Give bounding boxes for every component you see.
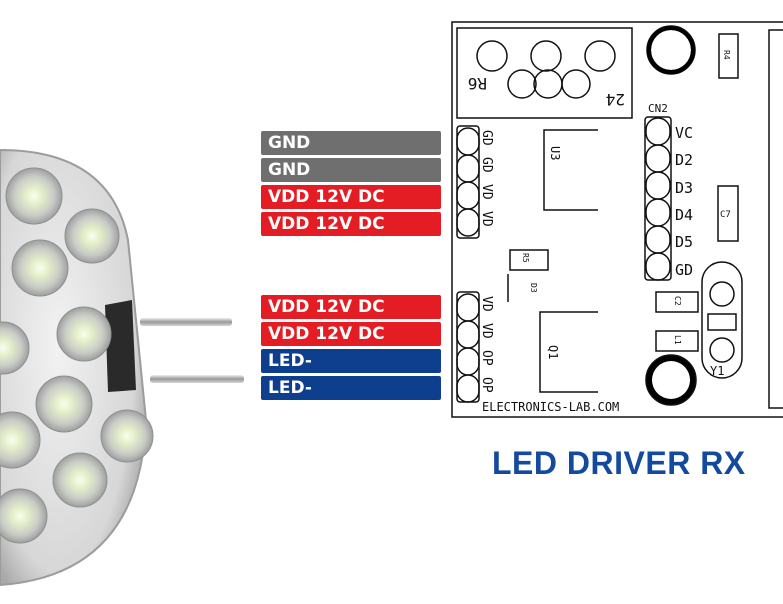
j24-label: 24 bbox=[606, 90, 625, 109]
conn-bottom-pin-label: OP bbox=[479, 377, 494, 393]
r5-label: R5 bbox=[521, 253, 530, 263]
cn2-pin-label: GD bbox=[675, 261, 693, 279]
conn-top bbox=[456, 125, 480, 239]
conn-bottom bbox=[456, 291, 480, 403]
cn2-pin-label: D4 bbox=[675, 206, 693, 224]
u3-footprint bbox=[543, 129, 598, 211]
c2-label: C2 bbox=[673, 296, 682, 306]
l1-label: L1 bbox=[673, 335, 682, 345]
cn2-pin-label: D2 bbox=[675, 151, 693, 169]
conn-top-pin-label: GD bbox=[479, 130, 494, 146]
r6-block bbox=[456, 27, 633, 119]
pcb-outline bbox=[451, 21, 783, 418]
bulb-base-insulator bbox=[105, 300, 136, 392]
pin-label-vdd: VDD 12V DC bbox=[261, 295, 441, 319]
q1-label: Q1 bbox=[546, 345, 560, 359]
u3-label: U3 bbox=[548, 146, 562, 160]
conn-bottom-pin-label: VD bbox=[479, 296, 494, 312]
board-credit: ELECTRONICS-LAB.COM bbox=[482, 400, 619, 414]
pcb-labels: R6 24 R4 CN2 U3 R5 D3 Q1 C7 C2 L1 Y1 ELE… bbox=[468, 50, 731, 414]
cn2-label: CN2 bbox=[648, 102, 668, 115]
pin-label-gnd: GND bbox=[261, 158, 441, 182]
c7-footprint bbox=[717, 185, 739, 242]
bulb-pin-bottom bbox=[150, 375, 244, 383]
pin-label-vdd: VDD 12V DC bbox=[261, 322, 441, 346]
y1-footprint bbox=[701, 261, 743, 379]
conn-bottom-pin-label: OP bbox=[479, 350, 494, 366]
c2-footprint bbox=[655, 291, 699, 313]
cn2-pin-label: D5 bbox=[675, 233, 693, 251]
pcb-board bbox=[451, 21, 783, 418]
y1-label: Y1 bbox=[710, 364, 724, 378]
bulb-pin-top bbox=[140, 318, 232, 326]
pcb-right-connector bbox=[768, 29, 783, 409]
led-chips bbox=[0, 167, 154, 544]
conn-top-pin-label: GD bbox=[479, 157, 494, 173]
r4-label: R4 bbox=[722, 50, 731, 60]
r4-footprint bbox=[718, 33, 739, 79]
d3-label: D3 bbox=[529, 283, 538, 293]
r5-footprint bbox=[509, 249, 549, 271]
pin-label-vdd: VDD 12V DC bbox=[261, 185, 441, 209]
conn-top-pin-label: VD bbox=[479, 211, 494, 227]
conn-bottom-pin-label: VD bbox=[479, 323, 494, 339]
c7-label: C7 bbox=[720, 210, 731, 220]
pin-label-vdd: VDD 12V DC bbox=[261, 212, 441, 236]
led-bulb-image bbox=[0, 148, 244, 587]
cn2-pin-label: VC bbox=[675, 124, 693, 142]
r6-label: R6 bbox=[468, 74, 487, 93]
pin-label-gnd: GND bbox=[261, 131, 441, 155]
l1-footprint bbox=[655, 330, 699, 352]
diagram-title: LED DRIVER RX bbox=[492, 445, 746, 481]
pin-label-led-minus: LED- bbox=[261, 349, 441, 373]
conn-top-pin-label: VD bbox=[479, 184, 494, 200]
cn2-pin-label: D3 bbox=[675, 179, 693, 197]
q1-footprint bbox=[539, 311, 598, 393]
pin-label-led-minus: LED- bbox=[261, 376, 441, 400]
